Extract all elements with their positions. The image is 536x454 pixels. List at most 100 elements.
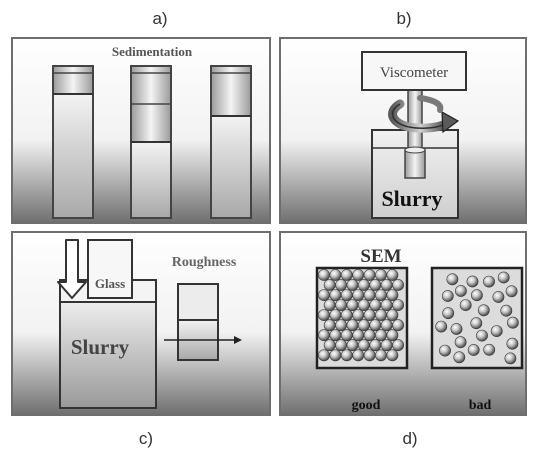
sem-particle — [476, 329, 488, 342]
sem-particle — [363, 309, 376, 321]
sediment-cylinder-2 — [130, 65, 172, 219]
sem-particle — [352, 349, 365, 362]
sem-particle — [435, 320, 448, 333]
sem-bad-particles — [435, 271, 519, 365]
sem-particle — [357, 279, 370, 291]
sem-particle — [335, 279, 347, 291]
roughness-label: Roughness — [172, 255, 237, 270]
sem-particle — [375, 289, 387, 301]
roughness-sample — [177, 283, 219, 361]
sem-particle — [490, 325, 503, 337]
sem-particle — [323, 339, 336, 352]
glass-plate — [87, 239, 133, 299]
sem-particle — [453, 351, 466, 364]
sem-particle — [335, 339, 347, 352]
sem-particle — [329, 329, 342, 342]
sem-particle — [340, 289, 353, 301]
sem-particle — [386, 349, 399, 362]
sem-particle — [329, 309, 342, 321]
sem-particle — [318, 329, 330, 342]
sem-particle — [450, 323, 463, 335]
sem-particle — [466, 275, 479, 288]
sem-particle — [352, 269, 365, 281]
caption-a: a) — [152, 9, 167, 28]
sediment-cylinder-3 — [210, 65, 252, 219]
viscometer-box — [361, 51, 467, 91]
sem-particle — [340, 309, 353, 321]
sem-particle — [380, 299, 393, 311]
sem-particle — [357, 339, 370, 352]
sem-particle — [439, 344, 451, 357]
sem-particle — [329, 349, 342, 362]
sem-particle — [369, 319, 382, 332]
sem-particle — [380, 279, 393, 291]
panel-sedimentation: Sedimentation — [11, 37, 271, 224]
sem-particle — [467, 344, 480, 356]
sem-particle — [323, 299, 336, 311]
sem-particle — [446, 273, 459, 286]
sem-particle — [470, 317, 483, 330]
sem-particle — [492, 291, 505, 303]
sem-particle — [318, 289, 330, 301]
slurry-label-b: Slurry — [381, 186, 442, 211]
sem-particle — [335, 319, 347, 332]
sem-good-particles — [318, 269, 404, 362]
sem-particle — [386, 329, 399, 342]
sem-particle — [454, 285, 467, 297]
sem-particle — [504, 352, 517, 365]
sem-particle — [369, 279, 382, 291]
sem-particle — [497, 271, 510, 284]
scan-arrow-icon — [164, 336, 242, 344]
glass-label: Glass — [95, 276, 125, 291]
sem-particle — [380, 319, 393, 332]
sem-particle — [369, 339, 382, 352]
sem-particle — [380, 339, 393, 352]
bad-label: bad — [469, 398, 492, 413]
sem-particle — [340, 349, 353, 362]
sem-particle — [363, 349, 376, 362]
sediment-cylinder-1 — [52, 65, 94, 219]
sem-particle — [375, 309, 387, 321]
sem-particle — [392, 279, 404, 291]
caption-b: b) — [396, 9, 411, 28]
sem-particle — [323, 319, 336, 332]
sem-particle — [363, 329, 376, 342]
caption-d: d) — [402, 429, 417, 448]
sem-particle — [335, 299, 347, 311]
rotation-arrow-icon — [388, 95, 460, 134]
sem-particle — [352, 309, 365, 321]
sem-particle — [363, 269, 376, 281]
caption-c: c) — [139, 429, 153, 448]
panel-viscometer: Viscometer Slurry — [279, 37, 527, 224]
sem-particle — [329, 289, 342, 301]
sem-particle — [318, 309, 330, 321]
sem-particle — [375, 349, 387, 362]
sem-particle — [357, 299, 370, 311]
sem-particle — [507, 316, 519, 329]
panel-roughness: Glass Slurry Roughness — [11, 231, 271, 416]
sem-particle — [500, 304, 513, 317]
sem-particle — [375, 269, 387, 281]
sem-title: SEM — [360, 246, 401, 267]
sem-particle — [441, 290, 454, 302]
panel-sem: SEM good bad — [279, 231, 527, 416]
sem-particle — [340, 329, 353, 342]
sem-particle — [318, 349, 330, 362]
sem-particle — [483, 275, 495, 288]
sem-particle — [483, 343, 496, 356]
sem-particle — [352, 289, 365, 301]
sem-particle — [329, 269, 342, 281]
sem-particle — [386, 269, 399, 281]
sem-particle — [392, 319, 404, 332]
sem-particle — [346, 339, 359, 352]
good-label: good — [352, 398, 381, 413]
sem-particle — [346, 279, 359, 291]
sem-particle — [352, 329, 365, 342]
sem-particle — [392, 339, 404, 352]
sem-particle — [346, 319, 359, 332]
sem-particle — [386, 289, 399, 301]
sem-particle — [323, 279, 336, 291]
sem-particle — [375, 329, 387, 342]
sem-particle — [340, 269, 353, 281]
